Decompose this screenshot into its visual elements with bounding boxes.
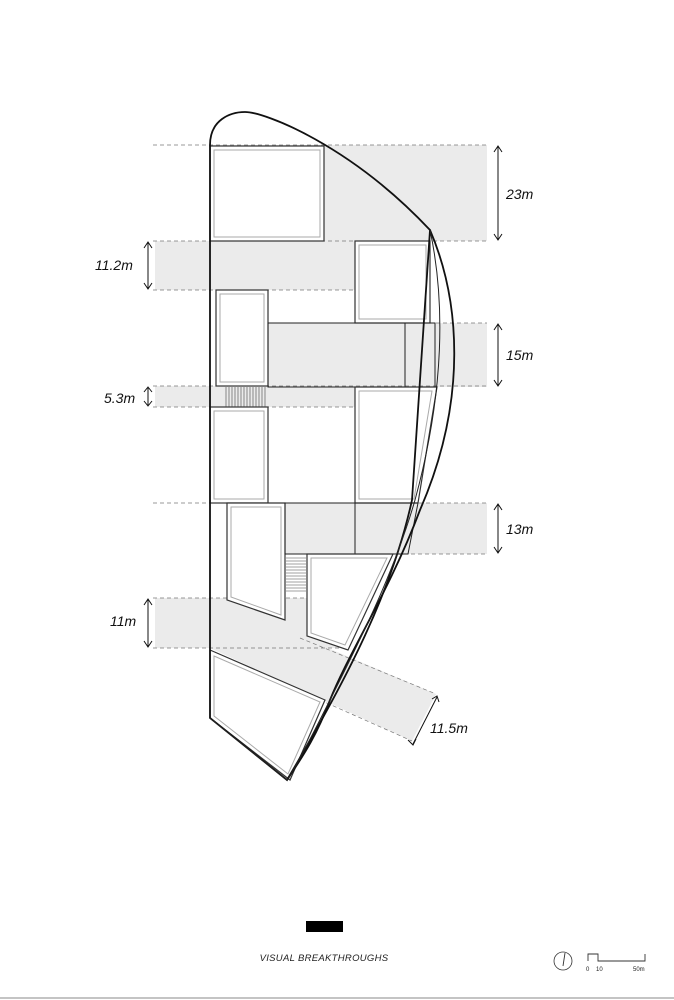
dim-label-11-5m: 11.5m — [430, 720, 468, 736]
dim-label-11m: 11m — [110, 613, 137, 629]
block-7 — [209, 406, 269, 504]
block-11 — [306, 553, 394, 651]
title-bar-marker — [306, 921, 343, 932]
block-2 — [354, 240, 431, 324]
block-6 — [354, 386, 438, 504]
scale-bar: 0 10 50m — [586, 953, 646, 973]
band-15m — [268, 323, 487, 387]
band-13m — [285, 503, 487, 554]
band-5-3m — [155, 386, 355, 407]
breakthrough-bands — [155, 145, 487, 741]
curved-path-inner — [286, 229, 441, 781]
curved-path-outer — [286, 229, 456, 781]
stair-hatch-1 — [225, 387, 266, 407]
dim-label-23m: 23m — [505, 186, 534, 202]
band-11-2m — [155, 241, 360, 290]
band-11-5m — [210, 598, 436, 741]
diagram-caption: VISUAL BREAKTHROUGHS — [260, 953, 389, 964]
dim-label-5-3m: 5.3m — [104, 390, 135, 406]
dim-label-15m: 15m — [506, 347, 534, 363]
dim-label-13m: 13m — [506, 521, 534, 537]
block-3 — [215, 289, 269, 387]
dimension-labels: 23m 11.2m 15m 5.3m 13m 11m 11.5m — [95, 186, 534, 736]
dim-label-11-2m: 11.2m — [95, 257, 133, 273]
scale-tick-0: 0 — [586, 967, 590, 973]
dimension-arrows — [143, 145, 503, 746]
north-arrow-icon — [553, 951, 573, 971]
site-outline — [209, 111, 456, 782]
stair-hatch-2 — [286, 557, 306, 592]
scale-tick-10: 10 — [596, 967, 603, 973]
site-boundary — [209, 111, 431, 782]
block-1 — [209, 145, 325, 242]
scale-tick-50m: 50m — [633, 967, 645, 973]
building-blocks — [209, 145, 438, 781]
block-10 — [354, 502, 419, 555]
block-8 — [226, 502, 286, 621]
